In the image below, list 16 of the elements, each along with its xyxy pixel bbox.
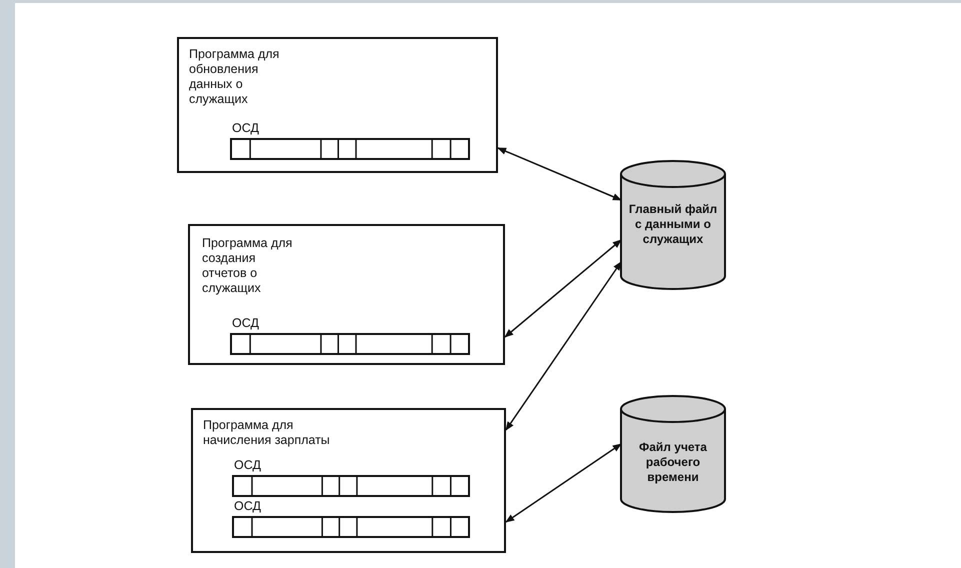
double-arrow xyxy=(504,239,622,338)
program-title: Программа для обновления данных о служащих xyxy=(189,47,280,107)
program-box xyxy=(188,224,505,365)
double-arrow xyxy=(505,443,622,523)
record-label: ОСД xyxy=(232,316,259,330)
program-box xyxy=(191,408,506,553)
double-arrow xyxy=(505,261,622,431)
record-label: ОСД xyxy=(234,499,261,513)
program-title: Программа для создания отчетов о служащих xyxy=(202,236,294,296)
program-title: Программа для начисления зарплаты xyxy=(203,418,331,448)
double-arrow xyxy=(497,147,622,201)
record-label: ОСД xyxy=(234,458,261,472)
record-label: ОСД xyxy=(232,121,259,135)
program-box xyxy=(177,37,498,173)
file-label: Файл учета рабочего времени xyxy=(638,440,708,485)
file-label: Главный файл с данными о служащих xyxy=(628,202,718,247)
